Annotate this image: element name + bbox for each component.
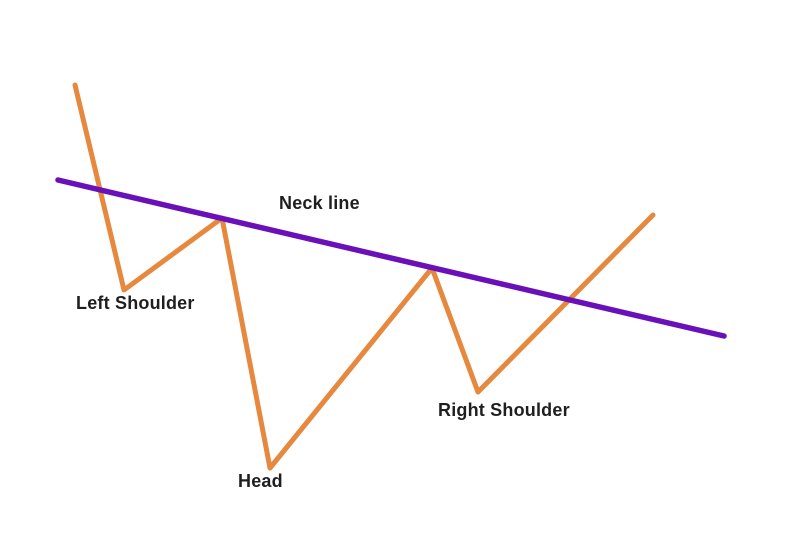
left-shoulder-label: Left Shoulder — [76, 293, 195, 313]
neck-line — [55, 177, 727, 339]
right-shoulder-label: Right Shoulder — [438, 400, 570, 420]
head-label: Head — [238, 471, 283, 491]
neck-line-label: Neck line — [279, 193, 360, 213]
price-pattern-line — [72, 82, 656, 471]
